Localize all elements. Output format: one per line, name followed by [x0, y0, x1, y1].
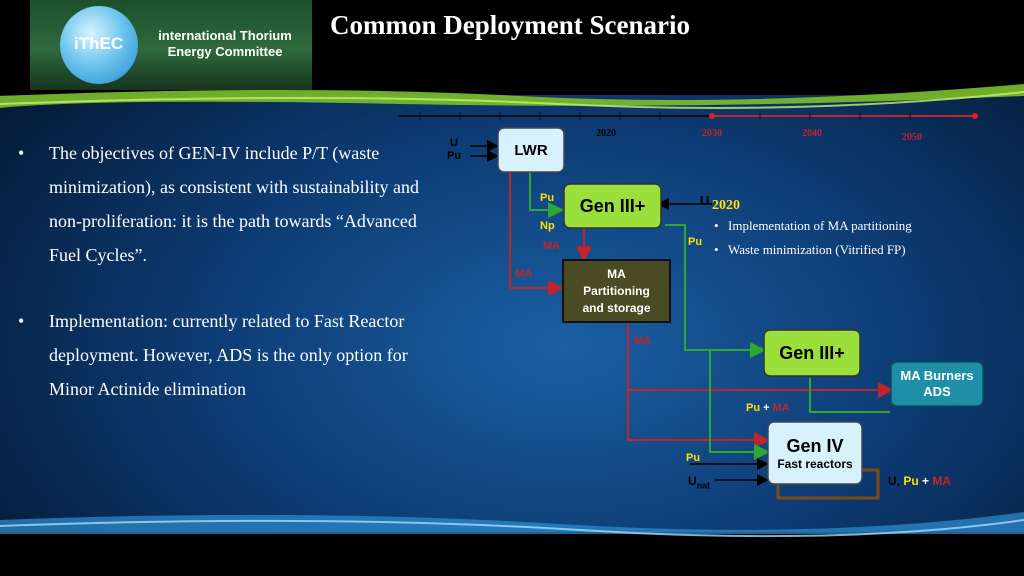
gen4-box-shape: [767, 421, 863, 485]
label-pu-lwr: Pu: [447, 150, 462, 162]
label-pu-green: Pu: [540, 192, 555, 204]
gen4-line-1: Gen IV: [786, 435, 844, 456]
logo-name: international Thorium Energy Committee: [150, 28, 300, 60]
label-ma: MA: [932, 474, 952, 488]
logo-line-1: international Thorium: [158, 28, 292, 43]
label-pu-ma-ads: Pu + MA: [746, 402, 790, 414]
gen3b-box-shape: [763, 329, 861, 377]
label-recycle: U, Pu + MA: [888, 474, 951, 488]
label-comma: ,: [896, 474, 901, 488]
gen3-box-2020: Gen III+: [579, 195, 646, 216]
note-bullet: •: [714, 218, 719, 233]
footer-band: [0, 532, 1024, 576]
ma-box-line-2: Partitioning: [583, 283, 650, 298]
bullet-text: The objectives of GEN-IV include P/T (wa…: [49, 143, 419, 265]
label-unat-sub: nat: [696, 480, 711, 491]
slide-title: Common Deployment Scenario: [330, 10, 690, 40]
ads-line-2: ADS: [923, 384, 951, 399]
bullet-list: • The objectives of GEN-IV include P/T (…: [18, 136, 438, 438]
bullet-marker: •: [18, 311, 25, 331]
label-ma: MA: [543, 240, 561, 252]
ma-partitioning-box: MA Partitioning and storage: [563, 260, 670, 322]
gen3a-box-shape: [563, 183, 662, 229]
label-pu: Pu: [746, 402, 761, 414]
year-label: 2040: [802, 128, 822, 139]
lwr-box: LWR: [514, 141, 548, 159]
ads-line-1: MA Burners: [900, 368, 974, 383]
note-item: • Implementation of MA partitioning: [712, 214, 912, 238]
gen3-box-later: Gen III+: [779, 342, 845, 363]
ads-box-shape: [890, 361, 984, 407]
label-u-lwr: U: [450, 137, 458, 149]
label-u-gen3: U: [700, 193, 710, 208]
ma-box-line-1: MA: [607, 266, 626, 281]
globe-icon: [60, 6, 138, 84]
label-plus: +: [763, 402, 770, 414]
label-plus: +: [922, 474, 930, 488]
bullet-text: Implementation: currently related to Fas…: [49, 311, 408, 399]
note-2020: 2020 • Implementation of MA partitioning…: [712, 198, 912, 262]
note-heading: 2020: [712, 198, 740, 213]
gen4-box: Gen IV Fast reactors: [768, 422, 862, 484]
logo: iThEC international Thorium Energy Commi…: [30, 0, 312, 90]
label-pu-green: Pu: [688, 236, 703, 248]
note-item-text: Implementation of MA partitioning: [728, 218, 912, 233]
label-pu: Pu: [903, 474, 919, 488]
note-bullet: •: [714, 242, 719, 257]
ma-box-line-3: and storage: [582, 300, 651, 315]
note-item: • Waste minimization (Vitrified FP): [712, 238, 912, 262]
ads-box: MA Burners ADS: [891, 362, 983, 406]
lwr-box-shape: [497, 127, 565, 173]
year-label: 2050: [902, 132, 922, 143]
gen4-line-2: Fast reactors: [777, 456, 853, 471]
label-unat-main: U: [688, 474, 697, 488]
bullet-marker: •: [18, 143, 25, 163]
note-item-text: Waste minimization (Vitrified FP): [728, 242, 906, 257]
bullet-item: • Implementation: currently related to F…: [18, 304, 438, 406]
label-ma: MA: [634, 335, 652, 347]
label-unat: Unat: [688, 474, 710, 490]
timeline: [398, 112, 978, 120]
label-pu-gen4: Pu: [686, 452, 701, 464]
ma-box-shape: [562, 259, 671, 323]
label-np: Np: [540, 220, 555, 232]
bullet-item: • The objectives of GEN-IV include P/T (…: [18, 136, 438, 272]
year-label: 2030: [702, 128, 722, 139]
label-u: U: [888, 474, 897, 488]
label-ma: MA: [772, 402, 790, 414]
logo-line-2: Energy Committee: [167, 44, 283, 59]
label-ma: MA: [515, 268, 533, 280]
year-label: 2020: [596, 128, 616, 139]
logo-abbr: iThEC: [74, 34, 124, 53]
